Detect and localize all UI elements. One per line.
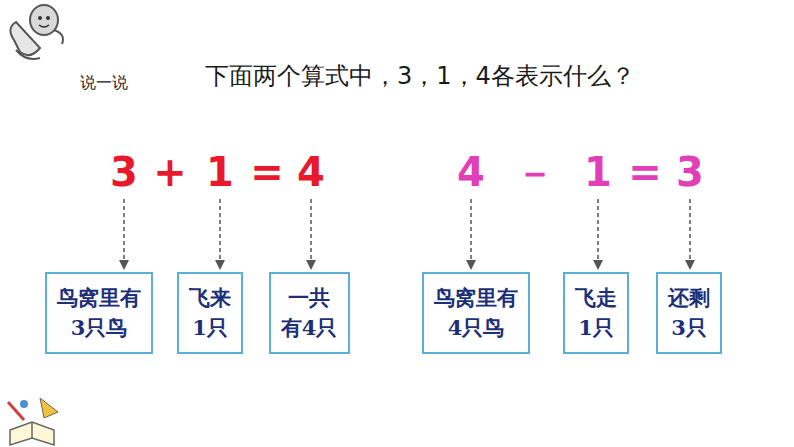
meaning-box: 鸟窝里有 3只鸟	[45, 272, 153, 354]
dashed-arrow	[470, 199, 472, 269]
dashed-arrow	[689, 199, 691, 269]
book-icon	[8, 398, 58, 445]
meaning-box: 鸟窝里有 4只鸟	[422, 272, 530, 354]
meaning-box: 一共 有4只	[269, 272, 350, 354]
minus-sign: －	[515, 145, 555, 200]
meaning-box: 还剩 3只	[656, 272, 722, 354]
equation-number: 4	[297, 149, 325, 195]
dashed-arrow	[219, 199, 221, 269]
box-text: 还剩 3只	[668, 283, 710, 344]
equation-number: 3	[110, 149, 138, 195]
equation-number: 1	[584, 149, 612, 195]
speak-prompt: 说一说	[80, 73, 128, 94]
question-title: 下面两个算式中，3，1，4各表示什么？	[205, 60, 635, 92]
box-text: 鸟窝里有 4只鸟	[434, 283, 518, 344]
meaning-box: 飞来 1只	[177, 272, 243, 354]
equation-number: 1	[206, 149, 234, 195]
plus-sign: +	[153, 149, 187, 195]
box-text: 飞走 1只	[575, 283, 617, 344]
equation-number: 4	[457, 149, 485, 195]
meaning-box: 飞走 1只	[563, 272, 629, 354]
dashed-arrow	[123, 199, 125, 269]
box-text: 飞来 1只	[189, 283, 231, 344]
box-text: 鸟窝里有 3只鸟	[57, 283, 141, 344]
equation-number: 3	[676, 149, 704, 195]
microphone-icon	[10, 5, 63, 59]
equals-sign: =	[628, 149, 662, 195]
dashed-arrow	[597, 199, 599, 269]
dashed-arrow	[310, 199, 312, 269]
box-text: 一共 有4只	[281, 283, 338, 344]
equals-sign: =	[250, 149, 284, 195]
